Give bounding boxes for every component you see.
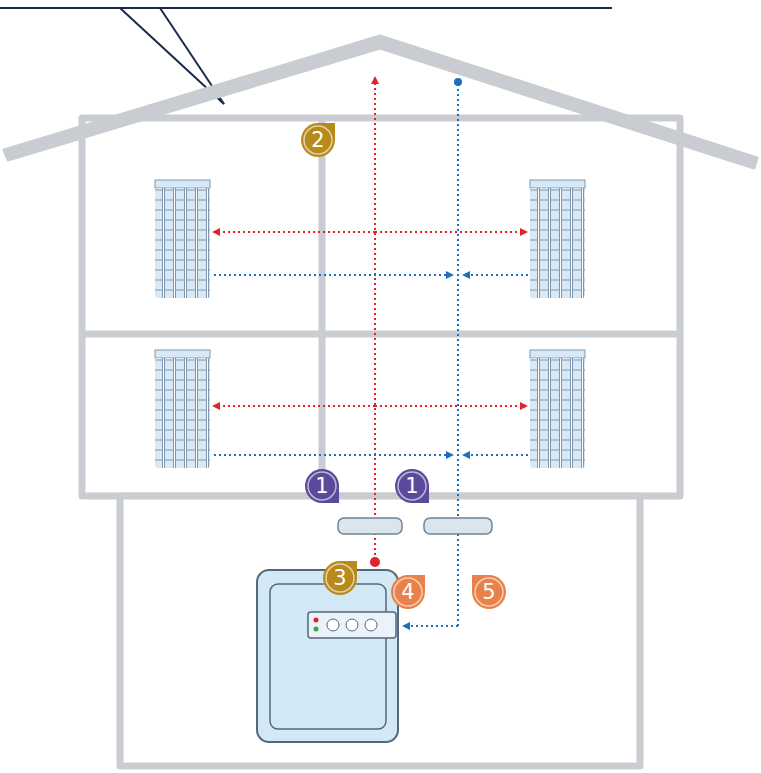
radiators [155, 180, 585, 468]
callout-number: 4 [391, 575, 425, 609]
flow-pipes [214, 78, 528, 626]
callout-number: 5 [472, 575, 506, 609]
callout-number: 3 [323, 561, 357, 595]
callout-number: 2 [301, 123, 335, 157]
valve-plate [424, 518, 492, 534]
pipe-end [370, 557, 380, 567]
pipe-end [454, 78, 462, 86]
house-outline [4, 36, 757, 766]
valve-plate [338, 518, 402, 534]
boiler [257, 570, 398, 742]
callout-markers [301, 123, 506, 609]
callout-number: 1 [305, 469, 339, 503]
callout-number: 1 [395, 469, 429, 503]
